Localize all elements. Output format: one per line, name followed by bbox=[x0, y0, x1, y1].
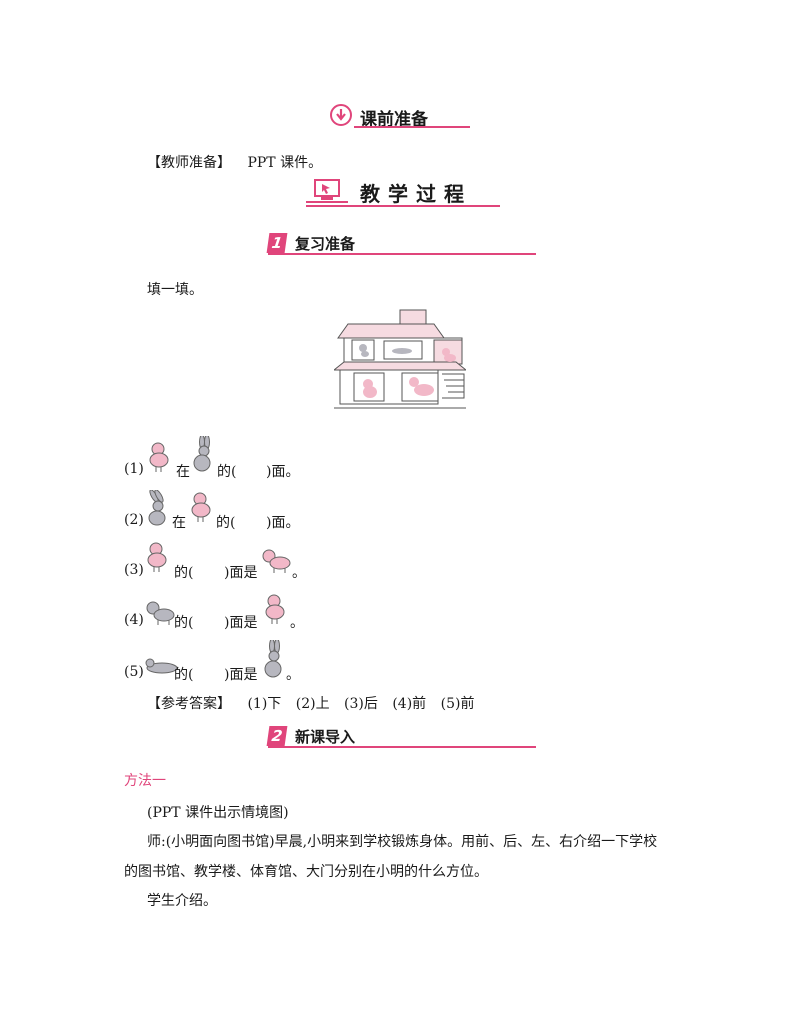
teacher-prep-line: 【教师准备】 PPT 课件。 bbox=[147, 152, 322, 172]
download-arrow-icon bbox=[330, 104, 352, 126]
rabbit-icon bbox=[264, 640, 282, 678]
answers-line: 【参考答案】 (1)下 (2)上 (3)后 (4)前 (5)前 bbox=[147, 693, 474, 713]
teacher-prep-label: 【教师准备】 bbox=[147, 155, 231, 171]
prep-section-header: 课前准备 bbox=[330, 104, 470, 130]
section-2-header: 2 新课导入 bbox=[266, 726, 536, 748]
chick-icon bbox=[191, 492, 211, 522]
seal-icon bbox=[145, 658, 178, 674]
prep-section-title: 课前准备 bbox=[360, 110, 428, 130]
answer-item: (3)后 bbox=[344, 696, 378, 712]
paragraph: (PPT 课件出示情境图) bbox=[147, 805, 289, 821]
process-section-header: 教学过程 bbox=[306, 176, 500, 208]
answer-item: (1)下 bbox=[247, 696, 282, 712]
paragraph: 师:(小明面向图书馆)早晨,小明来到学校锻炼身体。用前、后、左、右介绍一下学校 bbox=[147, 834, 658, 850]
process-section-rule bbox=[306, 205, 500, 207]
section-2-title: 新课导入 bbox=[295, 728, 356, 746]
rabbit-icon bbox=[148, 490, 166, 526]
section-1-header: 1 复习准备 bbox=[266, 233, 536, 255]
section-1-instruction: 填一填。 bbox=[147, 282, 203, 298]
chick-icon bbox=[149, 442, 169, 472]
paragraph: 学生介绍。 bbox=[147, 893, 217, 909]
rabbit-icon bbox=[193, 436, 211, 472]
dog-icon bbox=[146, 601, 175, 625]
prep-section-rule bbox=[354, 126, 470, 128]
chick-icon bbox=[265, 594, 285, 624]
chick-icon bbox=[147, 542, 167, 572]
answer-item: (2)上 bbox=[295, 696, 330, 712]
paragraph: 的图书馆、教学楼、体育馆、大门分别在小明的什么方位。 bbox=[124, 864, 488, 880]
section-1-title: 复习准备 bbox=[295, 235, 356, 253]
house-illustration bbox=[334, 309, 466, 409]
teacher-prep-content: PPT 课件。 bbox=[247, 155, 323, 171]
process-section-title: 教学过程 bbox=[360, 182, 472, 206]
monitor-icon bbox=[314, 179, 340, 200]
section-1-number: 1 bbox=[266, 233, 288, 253]
answers-label: 【参考答案】 bbox=[147, 696, 231, 712]
answer-item: (4)前 bbox=[392, 696, 427, 712]
answer-item: (5)前 bbox=[440, 696, 475, 712]
method-label: 方法一 bbox=[124, 773, 166, 789]
dog-icon bbox=[262, 549, 291, 573]
section-2-number: 2 bbox=[266, 726, 288, 746]
